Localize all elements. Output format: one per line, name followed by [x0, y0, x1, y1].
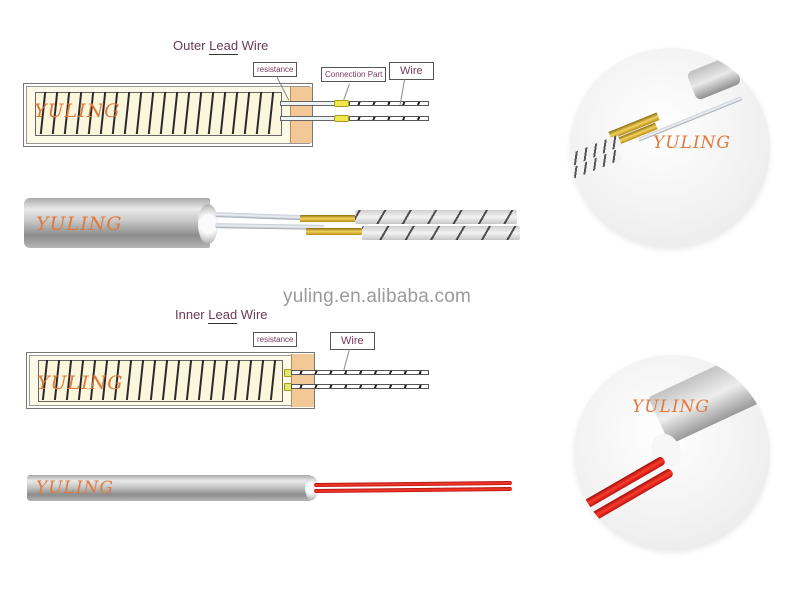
- brand-watermark: YULING: [34, 100, 121, 122]
- label-resistance: resistance: [253, 62, 298, 77]
- red-lead-top: [313, 480, 513, 488]
- title-underlined: Lead: [209, 38, 239, 55]
- brass-connector-top: [300, 215, 358, 222]
- connection-part-top: [334, 100, 349, 107]
- label-wire: Wire: [389, 62, 434, 80]
- tube-end-cap: [198, 204, 218, 244]
- label-resistance: resistance: [253, 332, 298, 347]
- outer-lead-closeup: YULING: [570, 48, 770, 248]
- title-suffix: Wire: [238, 38, 269, 53]
- title-prefix: Outer: [173, 38, 210, 53]
- tube-end-cap: [305, 476, 318, 500]
- red-lead-bottom: [313, 486, 513, 494]
- brass-connector-bottom: [306, 228, 362, 235]
- site-watermark: yuling.en.alibaba.com: [283, 286, 471, 307]
- brand-watermark: YULING: [36, 213, 123, 235]
- title-suffix: Wire: [237, 307, 268, 322]
- brand-watermark: YULING: [37, 372, 124, 394]
- stainless-tube: [24, 198, 210, 248]
- brand-watermark: YULING: [36, 478, 115, 498]
- pointer-wire: [343, 348, 350, 371]
- braided-wire-top: [349, 101, 429, 106]
- wire-top: [291, 370, 429, 375]
- ceramic-plug: [291, 354, 314, 407]
- inner-lead-closeup: YULING: [574, 355, 770, 551]
- ceramic-plug: [290, 87, 312, 143]
- wire-bottom: [291, 384, 429, 389]
- lead-wire-bottom: [280, 116, 337, 121]
- inner-lead-wire-title: Inner Lead Wire: [175, 307, 268, 324]
- brand-watermark: YULING: [632, 397, 711, 417]
- title-underlined: Lead: [208, 307, 238, 324]
- label-wire: Wire: [330, 332, 375, 350]
- pointer-connection: [343, 83, 350, 100]
- braided-wire-bottom: [349, 116, 429, 121]
- brand-watermark: YULING: [653, 133, 732, 153]
- title-prefix: Inner: [175, 307, 209, 322]
- lead-wire-top: [280, 101, 337, 106]
- label-connection-part: Connection Part: [321, 67, 387, 82]
- outer-lead-wire-title: Outer Lead Wire: [173, 38, 269, 55]
- stainless-tube: [27, 475, 312, 501]
- braided-wire-bottom: [362, 226, 520, 240]
- connection-part-bottom: [334, 115, 349, 122]
- tube-tip: [686, 55, 742, 101]
- braided-wire-top: [355, 210, 517, 224]
